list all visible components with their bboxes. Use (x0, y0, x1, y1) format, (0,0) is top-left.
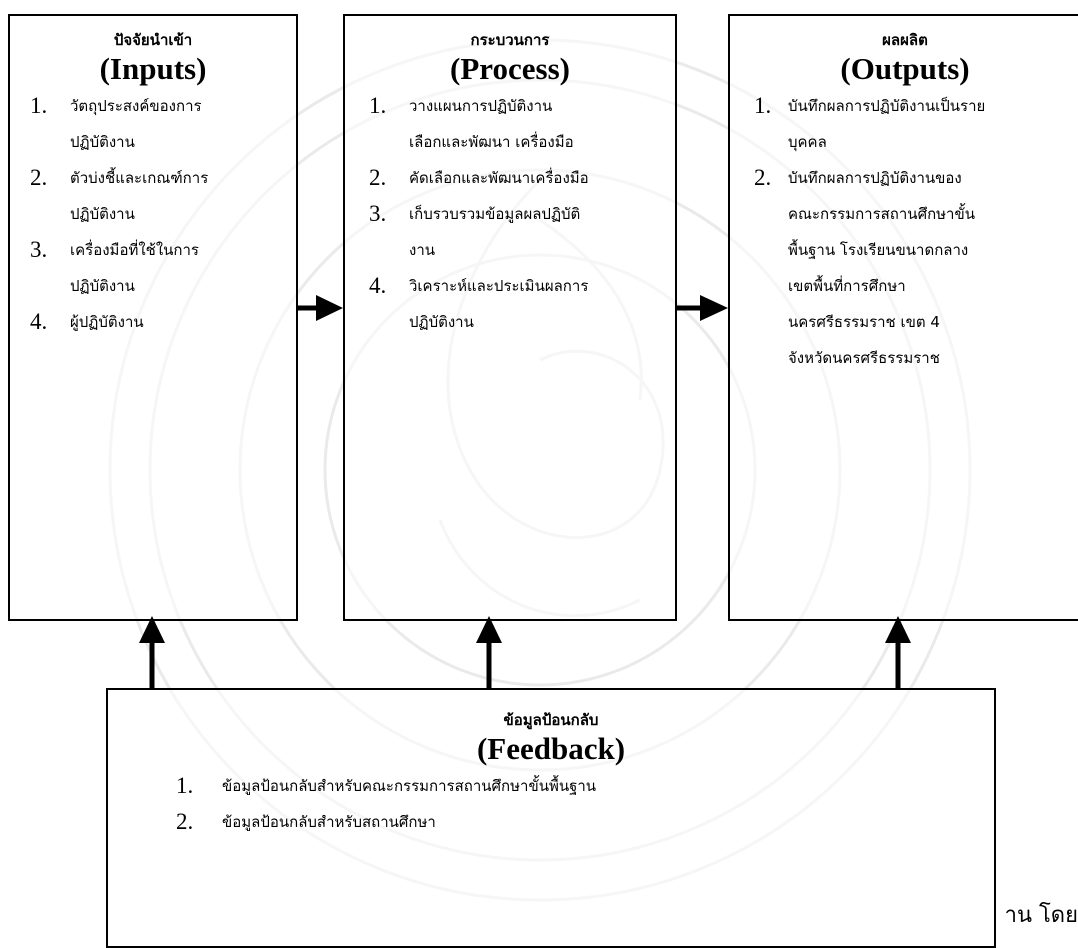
item-text: บันทึกผลการปฏิบัติงานของ (788, 169, 962, 187)
item-text: ปฏิบัติงาน (70, 205, 135, 223)
item-number: 1. (754, 93, 772, 118)
outputs-title-en: (Outputs) (840, 51, 970, 86)
item-text: ปฏิบัติงาน (409, 313, 474, 331)
item-text: บันทึกผลการปฏิบัติงานเป็นราย (788, 97, 986, 115)
item-number: 4. (30, 309, 48, 334)
outputs-list: 1. บันทึกผลการปฏิบัติงานเป็นราย บุคคล 2.… (730, 88, 1078, 376)
item-number: 3. (30, 237, 48, 262)
item-text: วางแผนการปฏิบัติงาน (409, 97, 553, 115)
item-text: บุคคล (788, 133, 827, 151)
outputs-title-th: ผลผลิต (882, 31, 928, 49)
item-number: 1. (369, 93, 387, 118)
item-text: พื้นฐาน โรงเรียนขนาดกลาง (788, 241, 969, 259)
item-text: ปฏิบัติงาน (70, 133, 135, 151)
item-text: ข้อมูลป้อนกลับสำหรับสถานศึกษา (222, 813, 436, 831)
feedback-title-en: (Feedback) (476, 731, 626, 766)
item-text: นครศรีธรรมราช เขต 4 (788, 313, 940, 331)
list-item: 2. ตัวบ่งชี้และเกณฑ์การ ปฏิบัติงาน (30, 160, 296, 232)
item-text: วัตถุประสงค์ของการ (70, 97, 202, 115)
item-number: 2. (754, 165, 772, 190)
item-number: 2. (369, 165, 387, 190)
cut-off-text: าน โดย (1004, 903, 1078, 928)
list-item: 3. เครื่องมือที่ใช้ในการ ปฏิบัติงาน (30, 232, 296, 304)
item-text: เก็บรวบรวมข้อมูลผลปฏิบัติ (409, 205, 581, 223)
item-text: งาน (409, 241, 436, 259)
list-item: 2. บันทึกผลการปฏิบัติงานของ คณะกรรมการสถ… (754, 160, 1078, 376)
list-item: 1. วัตถุประสงค์ของการ ปฏิบัติงาน (30, 88, 296, 160)
item-text: ปฏิบัติงาน (70, 277, 135, 295)
list-item: 2. คัดเลือกและพัฒนาเครื่องมือ (369, 160, 675, 196)
item-text: ตัวบ่งชี้และเกณฑ์การ (70, 169, 209, 187)
item-number: 2. (176, 809, 194, 834)
process-title-th: กระบวนการ (470, 31, 550, 49)
process-title-en: (Process) (450, 51, 570, 86)
inputs-title-en: (Inputs) (99, 51, 207, 86)
list-item: 1. วางแผนการปฏิบัติงาน เลือกและพัฒนา เคร… (369, 88, 675, 160)
process-box: กระบวนการ (Process) 1. วางแผนการปฏิบัติง… (343, 14, 677, 621)
item-text: เลือกและพัฒนา เครื่องมือ (409, 133, 574, 151)
list-item: 2. ข้อมูลป้อนกลับสำหรับสถานศึกษา (176, 804, 994, 840)
process-list: 1. วางแผนการปฏิบัติงาน เลือกและพัฒนา เคร… (345, 88, 675, 340)
inputs-list: 1. วัตถุประสงค์ของการ ปฏิบัติงาน 2. ตัวบ… (10, 88, 296, 340)
inputs-box: ปัจจัยนำเข้า (Inputs) 1. วัตถุประสงค์ของ… (8, 14, 298, 621)
item-text: วิเคราะห์และประเมินผลการ (409, 277, 589, 295)
item-text: ผู้ปฏิบัติงาน (70, 313, 144, 331)
item-number: 1. (30, 93, 48, 118)
item-number: 1. (176, 773, 194, 798)
feedback-box: ข้อมูลป้อนกลับ (Feedback) 1. ข้อมูลป้อนก… (106, 688, 996, 948)
list-item: 1. บันทึกผลการปฏิบัติงานเป็นราย บุคคล (754, 88, 1078, 160)
item-text: เขตพื้นที่การศึกษา (788, 277, 906, 295)
item-text: คณะกรรมการสถานศึกษาขั้น (788, 205, 975, 223)
feedback-list: 1. ข้อมูลป้อนกลับสำหรับคณะกรรมการสถานศึก… (108, 768, 994, 840)
item-text: เครื่องมือที่ใช้ในการ (70, 241, 199, 259)
item-text: จังหวัดนครศรีธรรมราช (788, 349, 940, 367)
inputs-title-th: ปัจจัยนำเข้า (113, 31, 193, 49)
feedback-title-th: ข้อมูลป้อนกลับ (503, 711, 599, 729)
list-item: 4. ผู้ปฏิบัติงาน (30, 304, 296, 340)
item-number: 2. (30, 165, 48, 190)
outputs-box: ผลผลิต (Outputs) 1. บันทึกผลการปฏิบัติงา… (728, 14, 1078, 621)
item-text: คัดเลือกและพัฒนาเครื่องมือ (409, 169, 589, 187)
item-text: ข้อมูลป้อนกลับสำหรับคณะกรรมการสถานศึกษาข… (222, 777, 597, 795)
list-item: 3. เก็บรวบรวมข้อมูลผลปฏิบัติ งาน (369, 196, 675, 268)
list-item: 1. ข้อมูลป้อนกลับสำหรับคณะกรรมการสถานศึก… (176, 768, 994, 804)
item-number: 4. (369, 273, 387, 298)
list-item: 4. วิเคราะห์และประเมินผลการ ปฏิบัติงาน (369, 268, 675, 340)
item-number: 3. (369, 201, 387, 226)
